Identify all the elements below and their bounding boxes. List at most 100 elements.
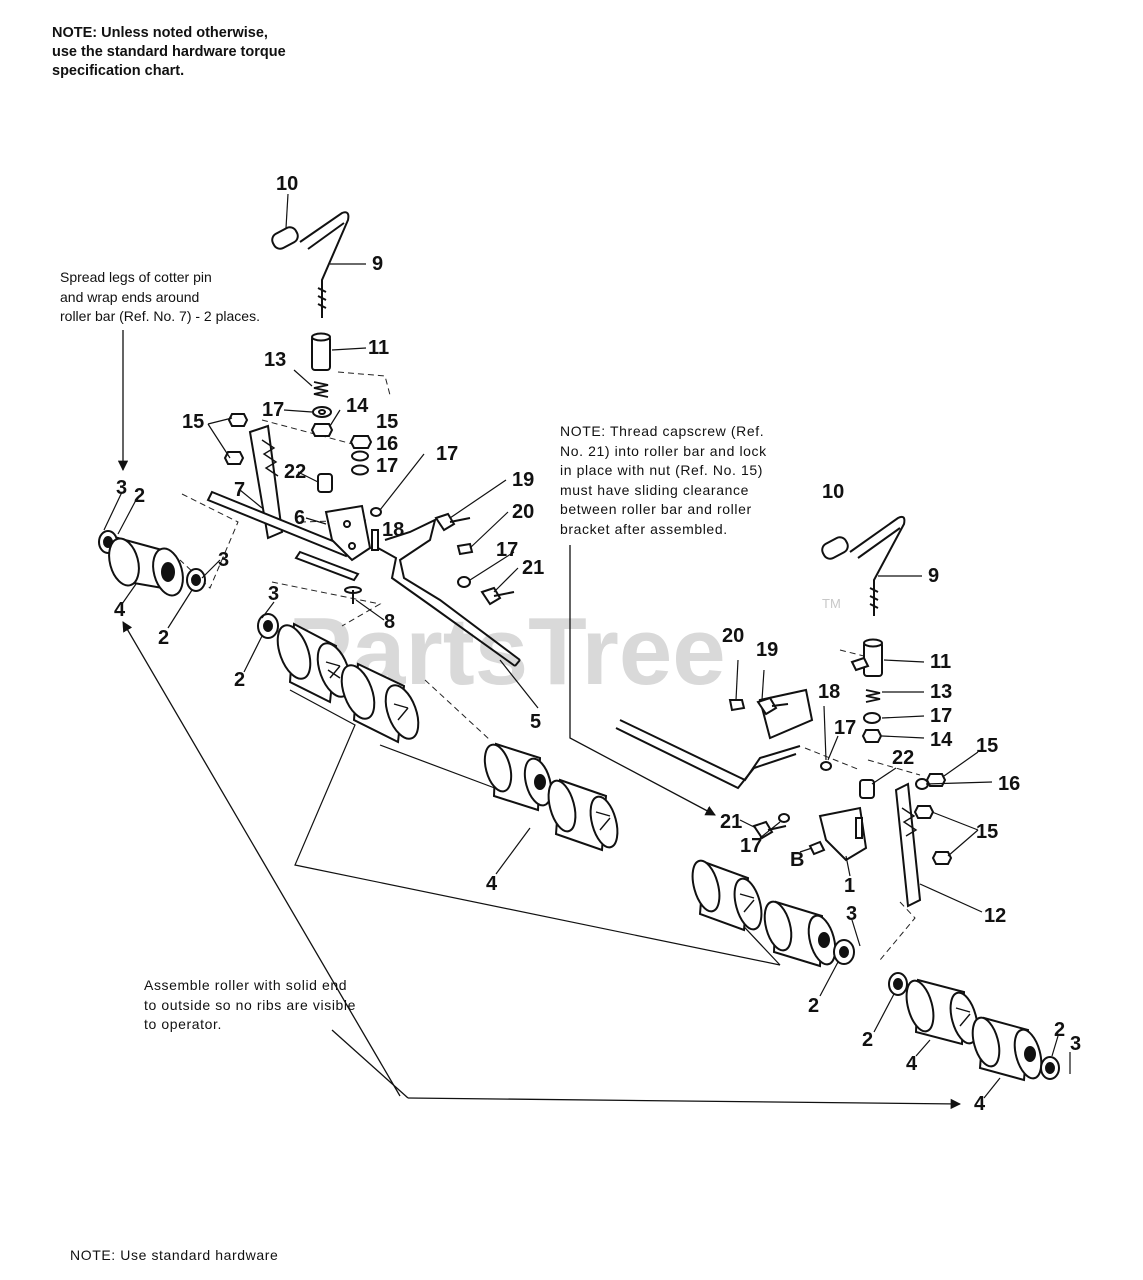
callout-16-left: 16 — [376, 433, 398, 455]
callout-B: B — [790, 849, 804, 871]
callout-4-right-a: 4 — [906, 1053, 918, 1075]
callout-17-right-a: 17 — [930, 705, 952, 727]
capscrew-note-line-4: must have sliding clearance — [560, 481, 749, 498]
callout-9-right: 9 — [928, 565, 939, 587]
torque-note-line-2: use the standard hardware torque — [52, 44, 286, 60]
callout-17-right-c: 17 — [740, 835, 762, 857]
callout-19-left: 19 — [512, 469, 534, 491]
callout-3-left-b: 3 — [218, 549, 229, 571]
callout-2-right-c: 2 — [1054, 1019, 1065, 1041]
callout-20-left: 20 — [512, 501, 534, 523]
callout-leaders — [103, 193, 1071, 1099]
callout-14-left: 14 — [346, 395, 369, 417]
roller-center-4 — [547, 778, 619, 852]
roller-washer-2f — [1040, 1056, 1060, 1080]
roller-washer-left-inner — [186, 568, 206, 592]
roller-center-6 — [763, 900, 837, 968]
roller-washer-2d — [833, 939, 855, 965]
roller-washer-2c — [257, 613, 279, 639]
callout-8: 8 — [384, 611, 395, 633]
roller-center-5 — [691, 859, 763, 932]
roller-note-arrow — [122, 621, 962, 1110]
capscrew-hardware-left — [434, 512, 515, 606]
grip-sleeve-left — [271, 226, 299, 250]
cotter-note-line-2: and wrap ends around — [60, 288, 200, 305]
callout-1: 1 — [844, 875, 855, 897]
callout-22-right: 22 — [892, 747, 914, 769]
callout-20-right: 20 — [722, 625, 744, 647]
roller-washer-2e — [888, 972, 908, 996]
callout-19-right: 19 — [756, 639, 778, 661]
callout-labels: 10 9 11 13 17 14 15 15 16 17 17 22 7 6 1… — [114, 173, 1081, 1115]
small-hardware-right — [728, 696, 953, 865]
torque-note-line-1: NOTE: Unless noted otherwise, — [52, 25, 268, 41]
callout-15-left-b: 15 — [376, 411, 398, 433]
roller-note-line-3: to operator. — [144, 1016, 223, 1032]
small-hardware-left — [223, 406, 382, 517]
callout-18-left: 18 — [382, 519, 404, 541]
cotter-pin-note: Spread legs of cotter pin and wrap ends … — [60, 268, 310, 327]
callout-12: 12 — [984, 905, 1006, 927]
roller-right-2 — [971, 1016, 1043, 1082]
callout-17-left-c: 17 — [436, 443, 458, 465]
t-handle-pin-left — [299, 211, 350, 318]
roller-bracket-right — [808, 779, 875, 862]
capscrew-note-line-3: in place with nut (Ref. No. 15) — [560, 462, 764, 478]
callout-3-right-a: 3 — [846, 903, 857, 925]
callout-21-left: 21 — [522, 557, 544, 579]
roller-note-line-2: to outside so no ribs are visible — [144, 996, 357, 1013]
callout-14-right: 14 — [930, 729, 953, 751]
callout-4-left: 4 — [114, 599, 126, 621]
callout-18-right: 18 — [818, 681, 840, 703]
callout-3-left-c: 3 — [268, 583, 279, 605]
callout-9-left: 9 — [372, 253, 383, 275]
callout-3-left-a: 3 — [116, 477, 127, 499]
capscrew-note-line-6: bracket after assembled. — [560, 520, 728, 537]
callout-15-right-b: 15 — [976, 821, 998, 843]
callout-15-left-a: 15 — [182, 411, 204, 433]
cotter-note-line-1: Spread legs of cotter pin — [60, 269, 212, 285]
grip-sleeve-right — [821, 536, 849, 560]
trademark: TM — [822, 596, 841, 611]
spring-left — [313, 381, 329, 398]
callout-17-left-d: 17 — [496, 539, 518, 561]
standard-hardware-note: NOTE: Use standard hardware — [70, 1247, 279, 1263]
roller-right-1 — [905, 978, 979, 1046]
callout-17-right-b: 17 — [834, 717, 856, 739]
cotter-note-line-3: roller bar (Ref. No. 7) - 2 places. — [60, 308, 260, 324]
callout-11-right: 11 — [930, 651, 951, 673]
capscrew-note-line-5: between roller bar and roller — [560, 501, 752, 517]
capscrew-note: NOTE: Thread capscrew (Ref. No. 21) into… — [560, 422, 830, 539]
roller-assembly-note: Assemble roller with solid end to outsid… — [144, 976, 404, 1035]
callout-2-left-b: 2 — [158, 627, 169, 649]
callout-21-right: 21 — [720, 811, 742, 833]
callout-4-right-b: 4 — [974, 1093, 986, 1115]
callout-13-right: 13 — [930, 681, 952, 703]
callout-10-right: 10 — [822, 481, 844, 503]
screw-left — [344, 586, 362, 604]
callout-13-left: 13 — [264, 349, 286, 371]
capscrew-note-line-2: No. 21) into roller bar and lock — [560, 442, 767, 459]
callout-5: 5 — [530, 711, 541, 733]
t-handle-pin-right — [849, 515, 906, 616]
callout-15-right-a: 15 — [976, 735, 998, 757]
roller-left-1 — [108, 536, 184, 597]
roller-center-3 — [483, 742, 553, 812]
callout-22-left: 22 — [284, 461, 306, 483]
callout-2-right-a: 2 — [808, 995, 819, 1017]
main-roller-bar — [377, 518, 814, 790]
callout-7: 7 — [234, 479, 245, 501]
capscrew-note-arrow — [569, 545, 716, 816]
pivot-sleeve-left — [311, 332, 331, 371]
capscrew-note-line-1: NOTE: Thread capscrew (Ref. — [560, 423, 765, 439]
callout-3-right-b: 3 — [1070, 1033, 1081, 1055]
roller-bar-right — [894, 782, 922, 908]
roller-bracket-left — [317, 473, 379, 562]
pivot-sleeve-right — [850, 638, 883, 677]
roller-center-1 — [276, 622, 352, 704]
callout-2-right-b: 2 — [862, 1029, 873, 1051]
roller-note-line-1: Assemble roller with solid end — [144, 977, 348, 993]
callout-6: 6 — [294, 507, 305, 529]
callout-17-left-a: 17 — [262, 399, 284, 421]
